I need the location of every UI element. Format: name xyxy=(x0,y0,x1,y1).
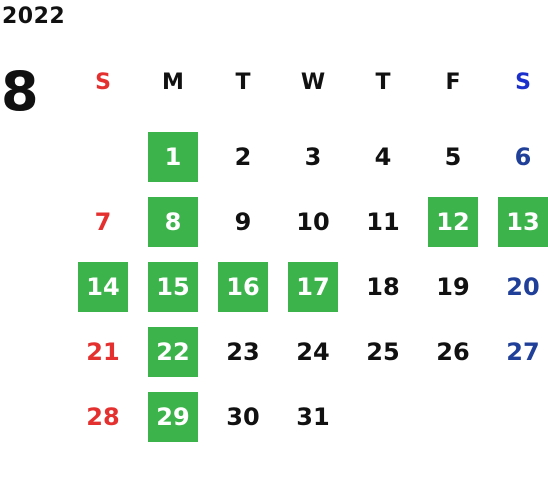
weekday-sun: S xyxy=(95,69,111,95)
day-number: 11 xyxy=(366,207,400,236)
day-cell-18: 18 xyxy=(348,254,418,319)
day-cell-26: 26 xyxy=(418,319,488,384)
day-cell-7: 7 xyxy=(68,189,138,254)
weekday-sat: S xyxy=(515,69,531,95)
day-cell-9: 9 xyxy=(208,189,278,254)
weekday-wed: W xyxy=(300,69,326,95)
day-cell-4: 4 xyxy=(348,124,418,189)
day-cell-1-highlighted: 1 xyxy=(138,124,208,189)
day-number: 7 xyxy=(94,207,112,236)
day-number: 22 xyxy=(148,326,198,377)
day-cell-21: 21 xyxy=(68,319,138,384)
day-number: 23 xyxy=(226,337,260,366)
day-cell-8-highlighted: 8 xyxy=(138,189,208,254)
day-number: 19 xyxy=(436,272,470,301)
month-number: 8 xyxy=(1,60,39,123)
day-cell-29-highlighted: 29 xyxy=(138,384,208,449)
day-cell-20: 20 xyxy=(488,254,548,319)
day-number: 16 xyxy=(218,261,268,312)
empty-day-cell xyxy=(418,384,488,449)
year-label: 2022 xyxy=(2,4,66,29)
day-number: 30 xyxy=(226,402,260,431)
day-number: 25 xyxy=(366,337,400,366)
day-number: 12 xyxy=(428,196,478,247)
day-number: 9 xyxy=(234,207,252,236)
empty-day-cell xyxy=(488,384,548,449)
day-cell-16-highlighted: 16 xyxy=(208,254,278,319)
day-cell-23: 23 xyxy=(208,319,278,384)
day-cell-30: 30 xyxy=(208,384,278,449)
day-cell-2: 2 xyxy=(208,124,278,189)
day-cell-3: 3 xyxy=(278,124,348,189)
day-cell-28: 28 xyxy=(68,384,138,449)
day-number: 5 xyxy=(444,142,462,171)
day-cell-17-highlighted: 17 xyxy=(278,254,348,319)
weekday-fri: F xyxy=(445,69,461,95)
day-number: 24 xyxy=(296,337,330,366)
day-number: 8 xyxy=(148,196,198,247)
empty-day-cell xyxy=(68,124,138,189)
day-number: 1 xyxy=(148,131,198,182)
weekday-tue: T xyxy=(235,69,251,95)
day-number: 26 xyxy=(436,337,470,366)
day-cell-10: 10 xyxy=(278,189,348,254)
day-number: 20 xyxy=(506,272,540,301)
weekday-thu: T xyxy=(375,69,391,95)
day-number: 13 xyxy=(498,196,548,247)
day-number: 14 xyxy=(78,261,128,312)
weekday-mon: M xyxy=(162,69,184,95)
day-number: 29 xyxy=(148,391,198,442)
day-cell-12-highlighted: 12 xyxy=(418,189,488,254)
day-number: 27 xyxy=(506,337,540,366)
day-cell-14-highlighted: 14 xyxy=(68,254,138,319)
day-number: 2 xyxy=(234,142,252,171)
day-cell-22-highlighted: 22 xyxy=(138,319,208,384)
day-number: 17 xyxy=(288,261,338,312)
day-number: 18 xyxy=(366,272,400,301)
day-cell-15-highlighted: 15 xyxy=(138,254,208,319)
day-number: 28 xyxy=(86,402,120,431)
day-number: 15 xyxy=(148,261,198,312)
day-number: 31 xyxy=(296,402,330,431)
day-cell-13-highlighted: 13 xyxy=(488,189,548,254)
day-number: 6 xyxy=(514,142,532,171)
day-cell-25: 25 xyxy=(348,319,418,384)
day-number: 21 xyxy=(86,337,120,366)
day-cell-6: 6 xyxy=(488,124,548,189)
day-cell-19: 19 xyxy=(418,254,488,319)
day-number: 10 xyxy=(296,207,330,236)
day-number: 4 xyxy=(374,142,392,171)
day-cell-27: 27 xyxy=(488,319,548,384)
day-number: 3 xyxy=(304,142,322,171)
day-cell-11: 11 xyxy=(348,189,418,254)
day-cell-5: 5 xyxy=(418,124,488,189)
day-cell-31: 31 xyxy=(278,384,348,449)
day-cell-24: 24 xyxy=(278,319,348,384)
empty-day-cell xyxy=(348,384,418,449)
